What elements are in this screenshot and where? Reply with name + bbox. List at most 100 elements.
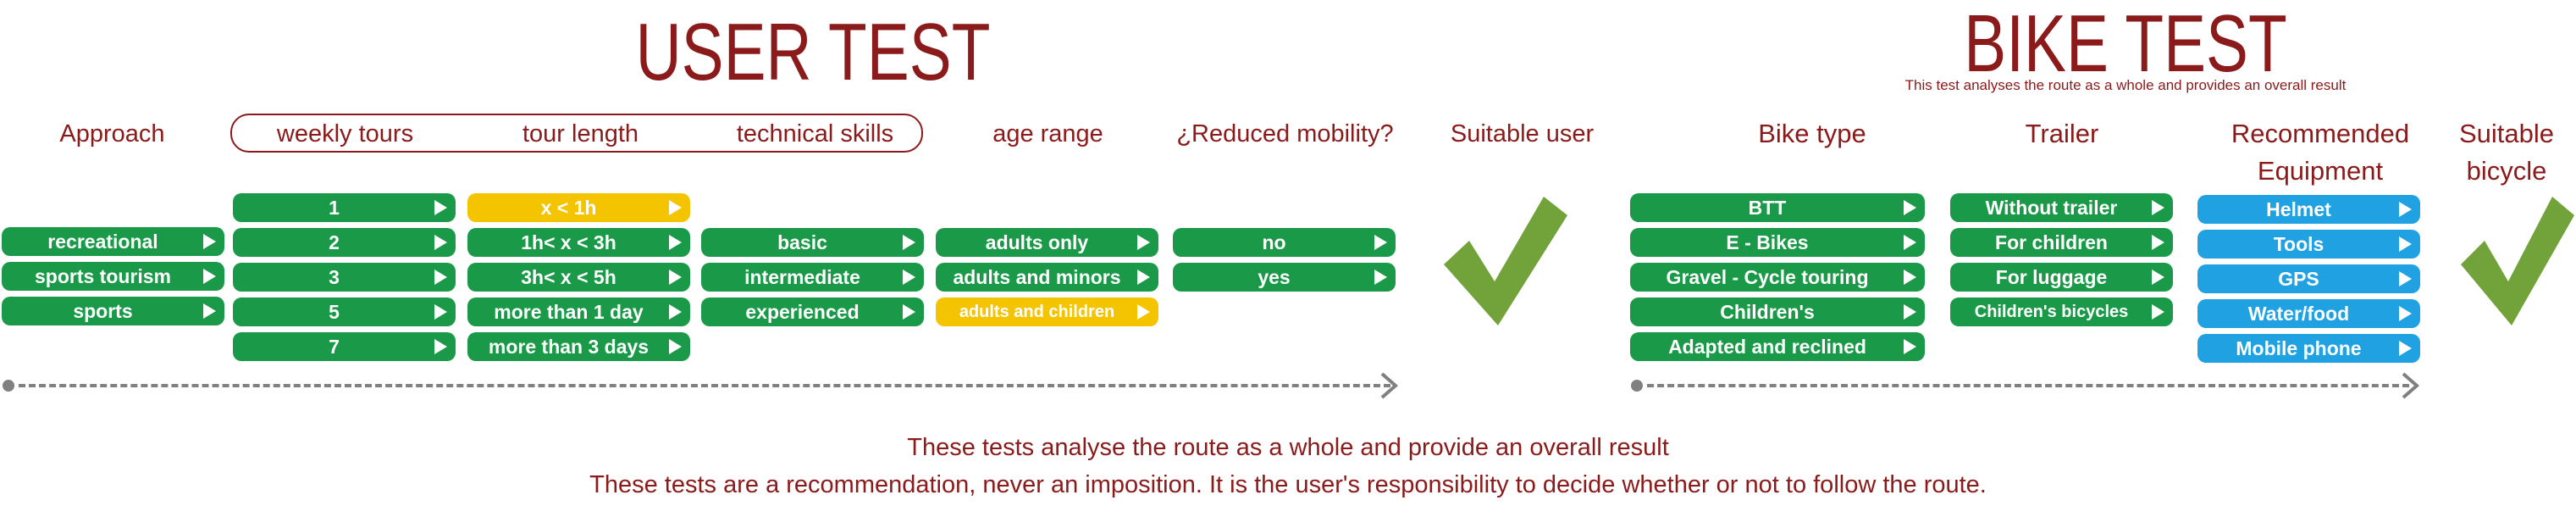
option-tour-length-over-1-day[interactable]: more than 1 day — [467, 297, 690, 326]
option-bike-e-bikes[interactable]: E - Bikes — [1630, 228, 1925, 257]
header-suitable-bicycle-line1: Suitable — [2458, 119, 2555, 148]
option-weekly-tours-7[interactable]: 7 — [233, 332, 456, 361]
play-arrow-icon — [1904, 200, 1916, 215]
option-label: adults and children — [959, 302, 1115, 321]
option-label: x < 1h — [540, 196, 597, 219]
play-arrow-icon — [2152, 235, 2164, 250]
option-label: 5 — [329, 300, 340, 323]
play-arrow-icon — [434, 304, 447, 320]
play-arrow-icon — [669, 270, 682, 285]
bike-test-subtitle: This test analyses the route as a whole … — [1904, 77, 2347, 93]
play-arrow-icon — [434, 200, 447, 215]
header-tour-length: tour length — [522, 120, 639, 147]
option-label: Children's bicycles — [1974, 302, 2129, 321]
option-label: sports — [73, 299, 133, 322]
option-label: experienced — [745, 300, 860, 323]
play-arrow-icon — [1904, 304, 1916, 320]
option-label: adults and minors — [953, 265, 1121, 288]
play-arrow-icon — [434, 270, 447, 285]
timeline-start-dot — [3, 380, 14, 392]
option-label: sports tourism — [34, 264, 172, 287]
play-arrow-icon — [434, 235, 447, 250]
option-label: BTT — [1748, 196, 1787, 219]
option-equipment-water-food[interactable]: Water/food — [2197, 299, 2420, 328]
option-equipment-gps[interactable]: GPS — [2197, 264, 2420, 293]
option-equipment-helmet[interactable]: Helmet — [2197, 195, 2420, 224]
header-technical-skills: technical skills — [736, 120, 894, 147]
play-arrow-icon — [1374, 235, 1387, 250]
play-arrow-icon — [434, 339, 447, 354]
option-equipment-tools[interactable]: Tools — [2197, 230, 2420, 259]
option-skills-experienced[interactable]: experienced — [701, 297, 924, 326]
play-arrow-icon — [1137, 235, 1150, 250]
play-arrow-icon — [2399, 306, 2412, 321]
option-tour-length-under-1h[interactable]: x < 1h — [467, 193, 690, 222]
checkmark-icon — [2461, 197, 2574, 325]
profile-group-box — [230, 114, 923, 153]
option-trailer-childrens-bicycles[interactable]: Children's bicycles — [1950, 297, 2173, 326]
option-tour-length-3-5h[interactable]: 3h< x < 5h — [467, 263, 690, 292]
play-arrow-icon — [203, 234, 216, 249]
option-mobility-yes[interactable]: yes — [1173, 263, 1396, 292]
option-label: yes — [1258, 265, 1291, 288]
option-label: Mobile phone — [2236, 336, 2362, 359]
option-label: 2 — [329, 231, 340, 253]
option-approach-recreational[interactable]: recreational — [2, 227, 224, 256]
option-weekly-tours-2[interactable]: 2 — [233, 228, 456, 257]
option-skills-basic[interactable]: basic — [701, 228, 924, 257]
option-label: recreational — [47, 230, 158, 253]
option-bike-btt[interactable]: BTT — [1630, 193, 1925, 222]
option-trailer-children[interactable]: For children — [1950, 228, 2173, 257]
option-age-adults-only[interactable]: adults only — [936, 228, 1158, 257]
footer-line-2: These tests are a recommendation, never … — [589, 471, 1987, 498]
header-trailer: Trailer — [2025, 119, 2099, 148]
option-age-adults-and-minors[interactable]: adults and minors — [936, 263, 1158, 292]
option-weekly-tours-1[interactable]: 1 — [233, 193, 456, 222]
header-age-range: age range — [992, 120, 1103, 147]
option-trailer-luggage[interactable]: For luggage — [1950, 263, 2173, 292]
option-label: Children's — [1720, 300, 1815, 323]
play-arrow-icon — [1904, 235, 1916, 250]
play-arrow-icon — [2152, 304, 2164, 320]
option-label: Adapted and reclined — [1668, 335, 1866, 358]
play-arrow-icon — [1137, 304, 1150, 320]
footer-line-1: These tests analyse the route as a whole… — [907, 434, 1669, 461]
option-bike-gravel[interactable]: Gravel - Cycle touring — [1630, 263, 1925, 292]
option-mobility-no[interactable]: no — [1173, 228, 1396, 257]
option-label: GPS — [2278, 267, 2319, 290]
option-label: Without trailer — [1985, 196, 2118, 219]
play-arrow-icon — [669, 339, 682, 354]
play-arrow-icon — [669, 200, 682, 215]
option-tour-length-over-3-days[interactable]: more than 3 days — [467, 332, 690, 361]
timeline-start-dot — [1631, 380, 1643, 392]
option-tour-length-1-3h[interactable]: 1h< x < 3h — [467, 228, 690, 257]
option-equipment-mobile-phone[interactable]: Mobile phone — [2197, 334, 2420, 363]
option-label: no — [1262, 231, 1286, 253]
option-age-adults-and-children[interactable]: adults and children — [936, 297, 1158, 326]
play-arrow-icon — [903, 270, 915, 285]
option-label: For children — [1995, 231, 2108, 253]
option-approach-sports-tourism[interactable]: sports tourism — [2, 262, 224, 291]
option-label: For luggage — [1995, 265, 2108, 288]
play-arrow-icon — [2152, 200, 2164, 215]
timeline-dashed-line — [19, 384, 1390, 387]
option-label: more than 1 day — [494, 300, 644, 323]
option-bike-adapted[interactable]: Adapted and reclined — [1630, 332, 1925, 361]
option-label: Gravel - Cycle touring — [1666, 265, 1869, 288]
play-arrow-icon — [2399, 202, 2412, 217]
option-bike-childrens[interactable]: Children's — [1630, 297, 1925, 326]
bike-test-title: BIKE TEST — [1964, 0, 2287, 89]
user-test-title: USER TEST — [635, 7, 991, 97]
option-approach-sports[interactable]: sports — [2, 297, 224, 325]
header-bike-type: Bike type — [1758, 119, 1866, 148]
option-skills-intermediate[interactable]: intermediate — [701, 263, 924, 292]
option-trailer-none[interactable]: Without trailer — [1950, 193, 2173, 222]
option-label: basic — [777, 231, 827, 253]
option-weekly-tours-5[interactable]: 5 — [233, 297, 456, 326]
play-arrow-icon — [203, 269, 216, 284]
option-label: E - Bikes — [1726, 231, 1809, 253]
play-arrow-icon — [2152, 270, 2164, 285]
option-weekly-tours-3[interactable]: 3 — [233, 263, 456, 292]
option-label: Water/food — [2247, 302, 2350, 325]
arrow-head-icon — [2402, 372, 2420, 399]
